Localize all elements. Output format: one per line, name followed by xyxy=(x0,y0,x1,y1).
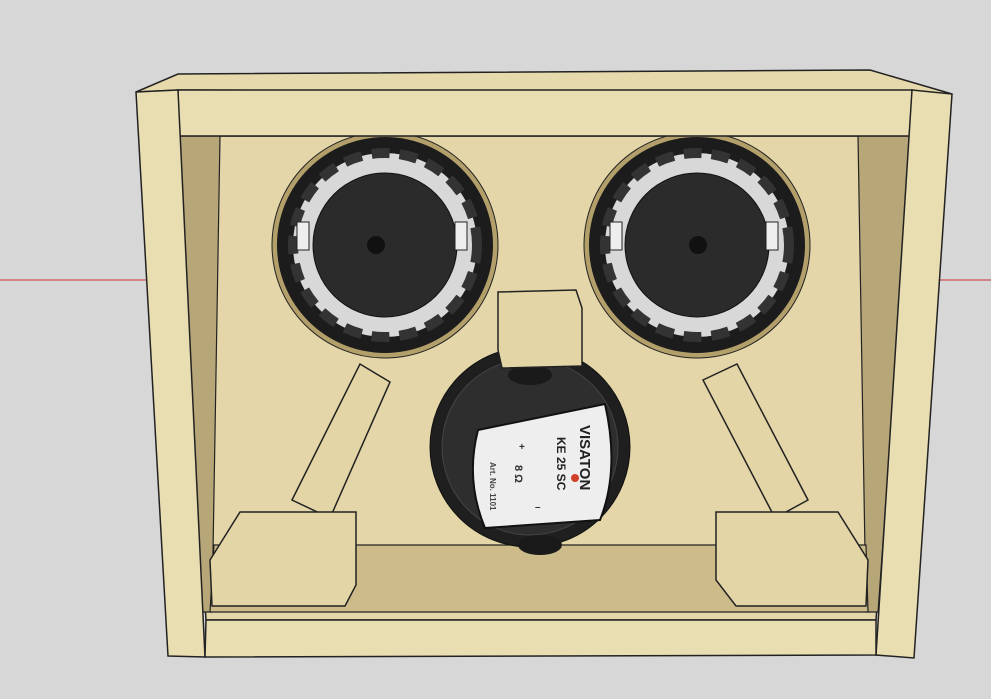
woofer-left[interactable] xyxy=(271,131,499,359)
top-bar[interactable] xyxy=(177,89,913,137)
bottom-bar[interactable] xyxy=(204,619,877,658)
left-bottom-block[interactable] xyxy=(209,511,357,607)
tweeter[interactable]: VISATON KE 25 SC 8 Ω Art. No. 1101 + – xyxy=(429,346,631,555)
center-block[interactable] xyxy=(497,289,583,369)
minus-terminal-text: – xyxy=(535,502,541,513)
tweeter-label xyxy=(471,402,613,530)
right-bottom-block[interactable] xyxy=(715,511,869,607)
brand-text: VISATON xyxy=(576,425,593,490)
brand-dot xyxy=(571,474,579,482)
plus-terminal-text: + xyxy=(519,442,525,453)
right-angled-block[interactable] xyxy=(701,363,810,520)
impedance-text: 8 Ω xyxy=(512,465,524,483)
right-post[interactable] xyxy=(875,89,953,659)
article-text: Art. No. 1101 xyxy=(488,462,497,511)
woofer-right[interactable] xyxy=(583,131,811,359)
model-text: KE 25 SC xyxy=(554,437,568,491)
